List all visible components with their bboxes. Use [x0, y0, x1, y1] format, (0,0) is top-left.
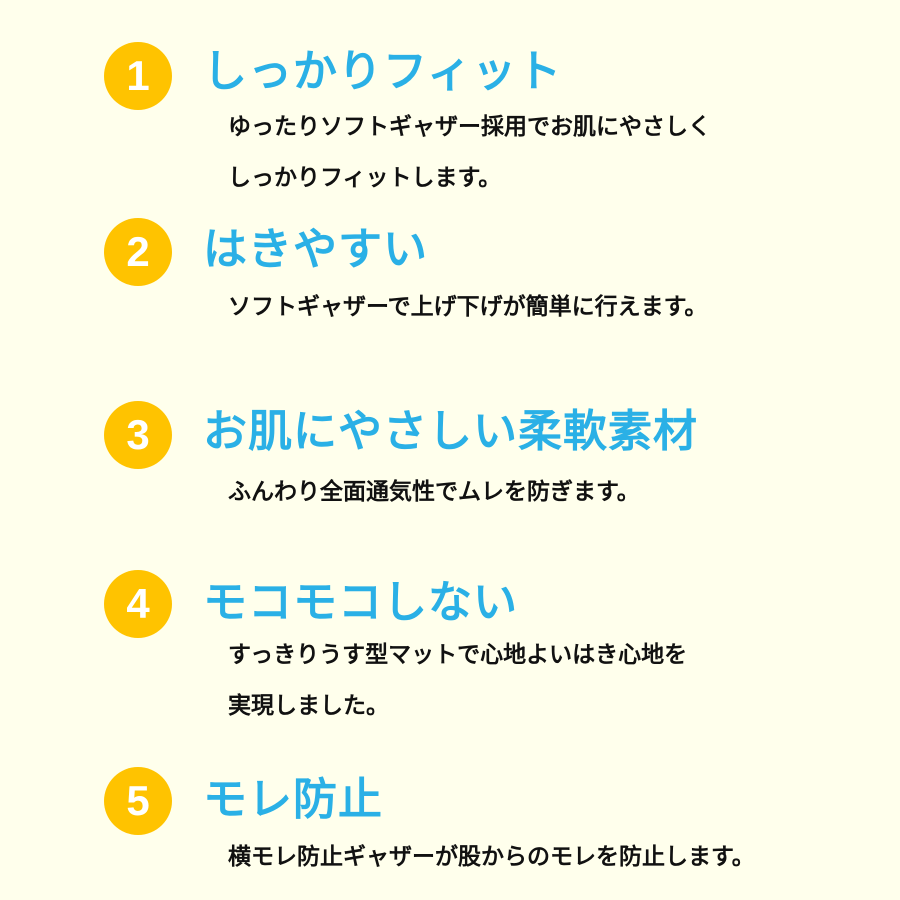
number-badge: 4	[104, 570, 172, 638]
description-line: しっかりフィットします。	[228, 165, 502, 191]
feature-description: 横モレ防止ギャザーが股からのモレを防止します。	[228, 832, 755, 883]
number-badge: 1	[104, 42, 172, 110]
feature-title: はきやすい	[203, 224, 428, 275]
description-line: ゆったりソフトギャザー採用でお肌にやさしく	[228, 114, 711, 140]
feature-title: お肌にやさしい柔軟素材	[203, 406, 698, 457]
number-badge: 5	[104, 767, 172, 835]
feature-title: しっかりフィット	[203, 46, 563, 97]
description-line: 横モレ防止ギャザーが股からのモレを防止します。	[228, 844, 755, 870]
feature-description: ゆったりソフトギャザー採用でお肌にやさしく しっかりフィットします。	[228, 102, 711, 204]
description-line: 実現しました。	[228, 693, 389, 719]
feature-description: ふんわり全面通気性でムレを防ぎます。	[228, 467, 640, 518]
number-badge: 3	[104, 401, 172, 469]
feature-title: モレ防止	[203, 774, 383, 825]
feature-description: ソフトギャザーで上げ下げが簡単に行えます。	[228, 282, 707, 333]
number-badge: 2	[104, 218, 172, 286]
description-line: ふんわり全面通気性でムレを防ぎます。	[228, 479, 640, 505]
description-line: すっきりうす型マットで心地よいはき心地を	[228, 642, 688, 668]
feature-description: すっきりうす型マットで心地よいはき心地を 実現しました。	[228, 630, 687, 732]
description-line: ソフトギャザーで上げ下げが簡単に行えます。	[228, 294, 708, 320]
feature-title: モコモコしない	[203, 577, 518, 628]
